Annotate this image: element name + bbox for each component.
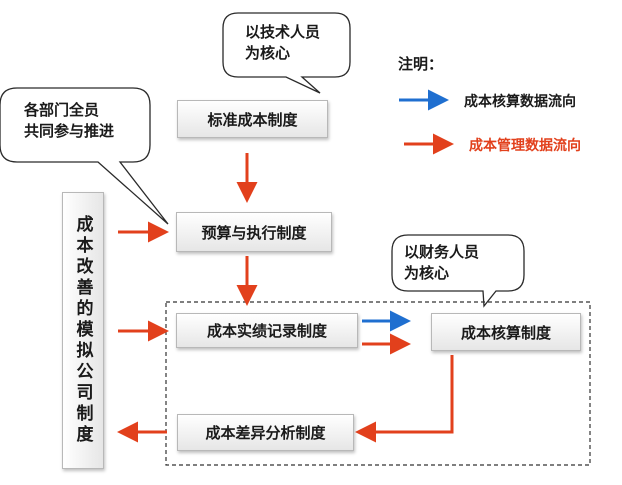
variance-box: 成本差异分析制度 — [177, 414, 354, 451]
finance-bubble-shape — [391, 234, 525, 308]
tech-bubble-text: 以技术人员 为核心 — [245, 22, 320, 64]
legend-management-label: 成本管理数据流向 — [469, 138, 581, 154]
actual-cost-box: 成本实绩记录制度 — [176, 313, 358, 348]
cost-accounting-box: 成本核算制度 — [431, 313, 581, 351]
legend-title: 注明： — [398, 55, 444, 73]
tech-bubble-line-1: 以技术人员 — [245, 23, 321, 41]
simulated-company-label: 成本改善的模拟公司制度 — [72, 215, 93, 446]
all-staff-bubble-text: 各部门全员 共同参与推进 — [24, 100, 114, 142]
finance-bubble-line-2: 为核心 — [404, 264, 450, 282]
finance-bubble-text: 以财务人员 为核心 — [404, 242, 479, 284]
tech-bubble-line-2: 为核心 — [245, 44, 291, 62]
all-staff-bubble-line-2: 共同参与推进 — [24, 122, 115, 140]
finance-bubble-line-1: 以财务人员 — [404, 243, 480, 261]
tech-bubble-shape — [222, 12, 351, 94]
budget-box: 预算与执行制度 — [176, 212, 332, 252]
accounting-group-border — [165, 301, 591, 466]
all-staff-bubble-line-1: 各部门全员 — [24, 101, 100, 119]
simulated-company-box: 成本改善的模拟公司制度 — [62, 192, 104, 469]
standard-cost-box: 标准成本制度 — [177, 100, 328, 138]
all-staff-bubble-shape — [0, 87, 169, 225]
arrow-accounting-to-variance — [355, 355, 454, 443]
legend-accounting-label: 成本核算数据流向 — [464, 94, 576, 110]
